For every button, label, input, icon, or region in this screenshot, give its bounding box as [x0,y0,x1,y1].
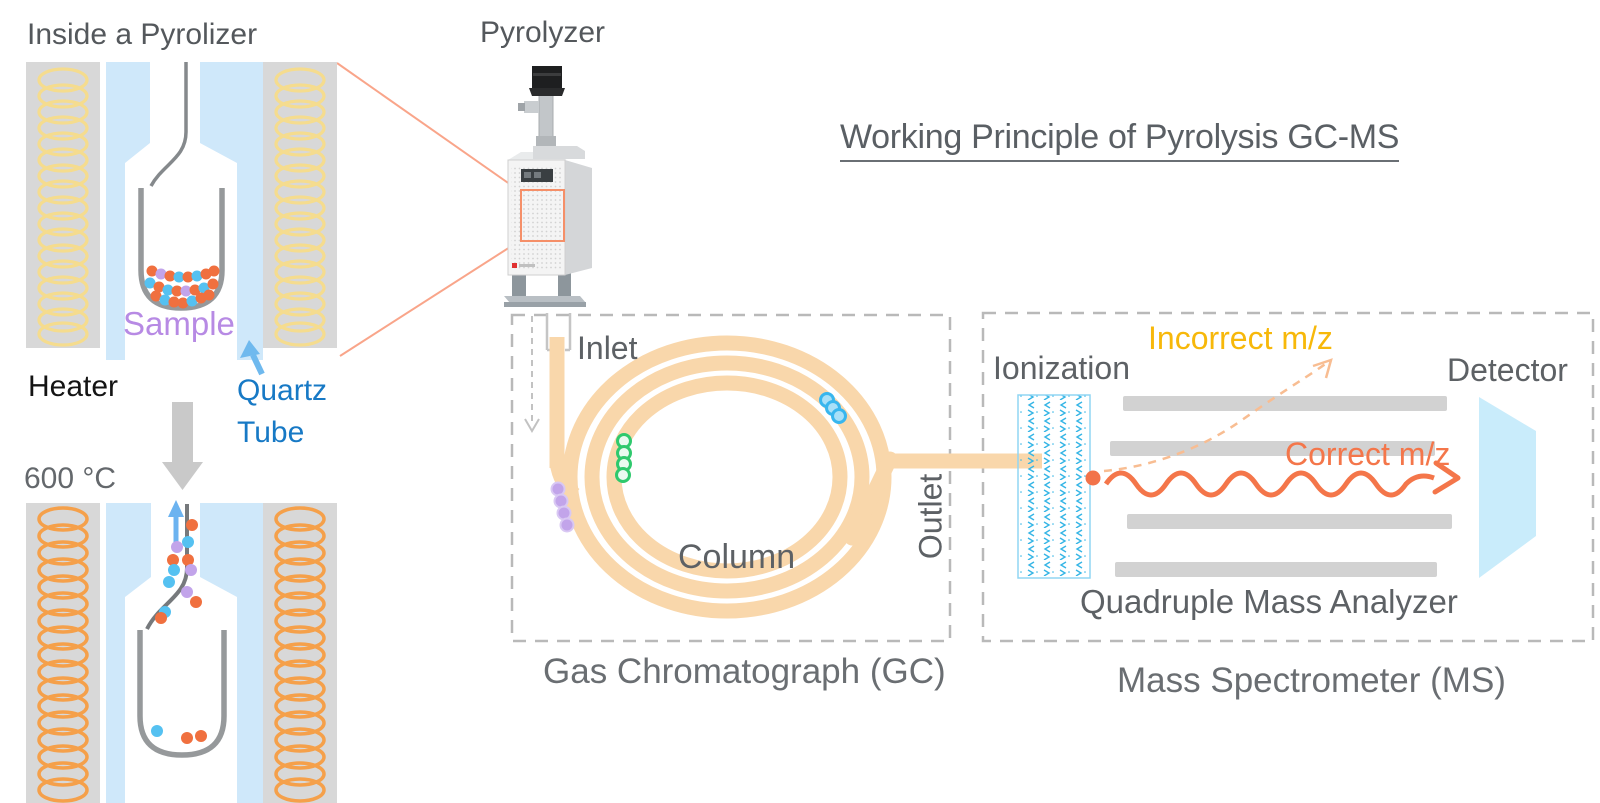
residual-fragments [151,725,207,744]
gc-column-tube [549,335,1042,619]
quartz-tube-label: Quartz Tube [237,374,328,449]
gc-column-label: Column [678,538,796,576]
pyrolyzer-label: Pyrolyzer [480,16,606,49]
pyrolyzer-photo [504,66,592,307]
page-title: Working Principle of Pyrolysis GC-MS [840,118,1399,163]
transfer-dashed-arrow [524,313,572,433]
ion-dot [1085,470,1101,486]
down-arrow-icon [162,402,203,490]
ionization-chamber [1017,394,1091,579]
ms-interior [1017,358,1536,579]
ms-caption: Mass Spectrometer (MS) [1117,661,1506,700]
detector-shape [1479,397,1536,578]
gc-inlet-label: Inlet [577,330,638,366]
ms-box [981,311,1595,643]
heater-coil-right-yellow [274,67,326,347]
pyrolizer-inside-hot [26,500,337,803]
ms-analyzer-label: Quadruple Mass Analyzer [1080,583,1458,620]
ms-correct-mz-label: Correct m/z [1285,436,1451,472]
correct-mz-path [1103,460,1461,498]
magnifier-lines [336,62,522,357]
ms-detector-label: Detector [1447,352,1568,388]
sample-vial-hot [137,630,227,758]
heater-label: Heater [28,370,119,403]
heater-coil-right-orange [274,506,326,803]
gc-box [510,313,952,643]
quartz-tube-shape [106,62,263,360]
heater-coil-left-yellow [37,67,89,347]
up-arrow-icon [168,500,184,545]
inside-pyrolizer-heading: Inside a Pyrolizer [27,18,258,51]
ms-ionization-label: Ionization [993,350,1130,386]
heater-coil-left-orange [37,506,89,803]
zoom-region-outline [520,189,565,242]
fragment-group-purple [550,481,575,533]
fragment-group-green [615,433,632,483]
pyrolizer-inside-cold [26,62,337,376]
gc-caption: Gas Chromatograph (GC) [543,652,946,691]
quartz-tube-shape-hot [106,503,263,803]
quartz-pointer-icon [240,340,265,376]
polymer-chains [144,265,220,309]
sample-label: Sample [123,305,235,342]
ms-incorrect-mz-label: Incorrect m/z [1148,320,1333,356]
gc-separated-fragments [550,392,847,533]
temperature-label: 600 °C [24,462,117,495]
rising-fragments [155,519,202,624]
incorrect-mz-path [1103,358,1333,473]
fragment-group-blue [819,392,847,424]
quadrupole-rods [1110,396,1452,577]
gc-outlet-label: Outlet [912,473,949,560]
sample-wire [149,62,188,187]
